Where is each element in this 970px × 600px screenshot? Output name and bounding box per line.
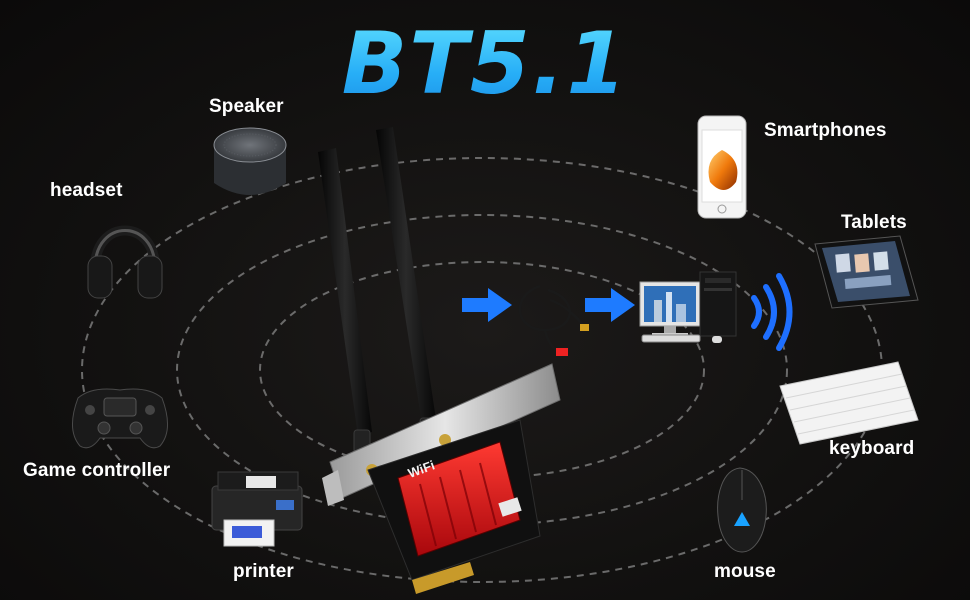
speaker-image [213,127,287,195]
antenna-right [376,127,437,445]
keyboard-image [779,361,919,445]
tablet-image [814,235,919,309]
antenna-left [318,148,372,457]
label-tablets: Tablets [841,212,907,233]
arrow-2 [585,288,635,322]
smartphone-image [697,115,747,219]
desktop-pc [639,271,737,343]
label-smartphones: Smartphones [764,120,887,141]
signal-waves [751,273,793,351]
bluetooth-cable [518,284,587,357]
printer-image [211,471,303,547]
label-speaker: Speaker [209,96,284,117]
label-game-controller: Game controller [23,460,171,481]
label-printer: printer [233,561,294,582]
game-controller-image [72,388,168,449]
label-keyboard: keyboard [829,438,915,459]
headset-image [87,225,163,299]
label-headset: headset [50,180,123,201]
mouse-image [717,467,767,553]
title-bt51: BT5.1 [0,14,970,114]
arrow-1 [462,288,512,322]
label-mouse: mouse [714,561,776,582]
wifi-card: WiFi [367,419,541,594]
